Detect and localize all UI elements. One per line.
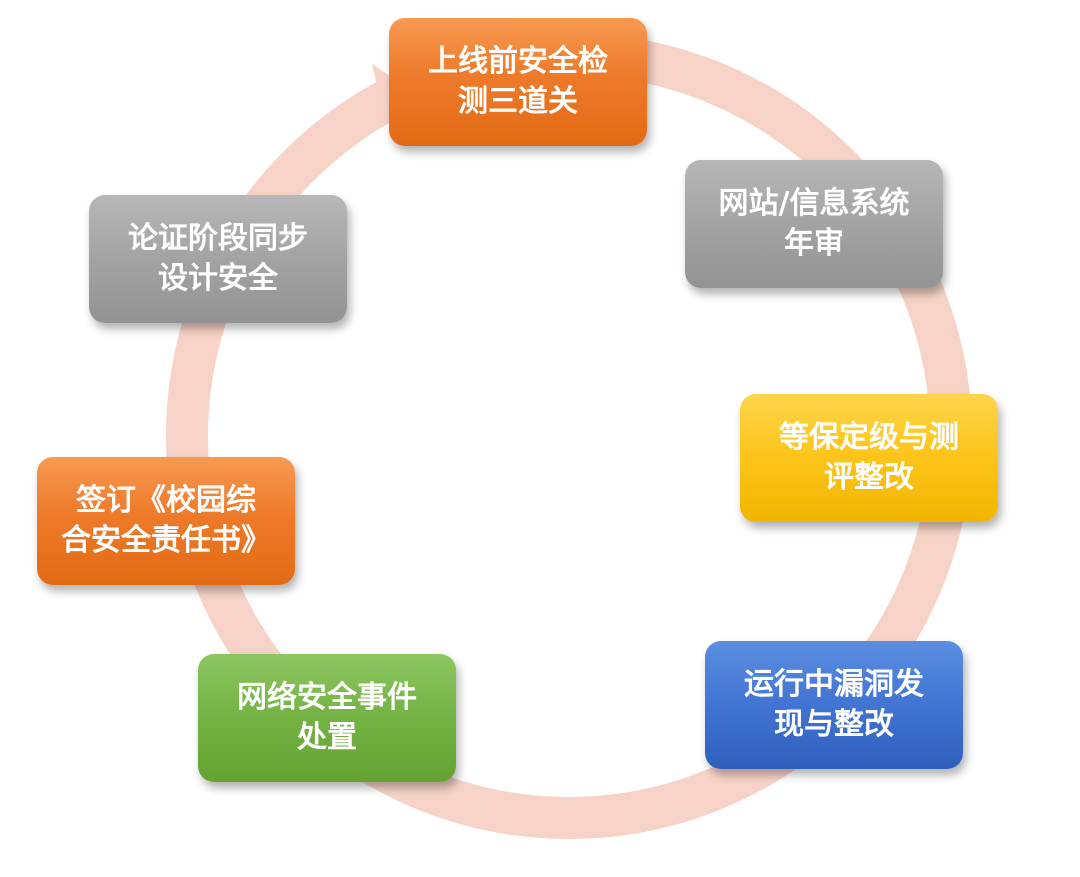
step-design-security: 论证阶段同步 设计安全: [89, 195, 347, 323]
cycle-arrowhead: [372, 64, 402, 98]
step-pre-launch-line2: 测三道关: [458, 84, 578, 119]
step-grading-assessment: 等保定级与测 评整改: [740, 394, 998, 522]
step-annual-review-line1: 网站/信息系统: [718, 186, 910, 221]
step-vulnerability-fix: 运行中漏洞发 现与整改: [705, 641, 963, 769]
step-design-line2: 设计安全: [158, 261, 278, 296]
step-design-line1: 论证阶段同步: [128, 221, 308, 256]
step-annual-review: 网站/信息系统 年审: [685, 160, 943, 288]
step-pre-launch-line1: 上线前安全检: [428, 44, 608, 79]
step-responsibility-line2: 合安全责任书》: [61, 523, 271, 558]
step-vuln-fix-line2: 现与整改: [774, 707, 894, 742]
step-incident-handling: 网络安全事件 处置: [198, 654, 456, 782]
step-vuln-fix-line1: 运行中漏洞发: [744, 667, 924, 702]
step-annual-review-line2: 年审: [784, 226, 844, 261]
step-responsibility-agreement: 签订《校园综 合安全责任书》: [37, 457, 295, 585]
step-incident-line2: 处置: [297, 720, 357, 755]
step-responsibility-line1: 签订《校园综: [76, 483, 256, 518]
step-incident-line1: 网络安全事件: [237, 680, 417, 715]
step-grading-line2: 评整改: [824, 460, 914, 495]
step-grading-line1: 等保定级与测: [779, 420, 959, 455]
step-pre-launch-security-check: 上线前安全检 测三道关: [389, 18, 647, 146]
